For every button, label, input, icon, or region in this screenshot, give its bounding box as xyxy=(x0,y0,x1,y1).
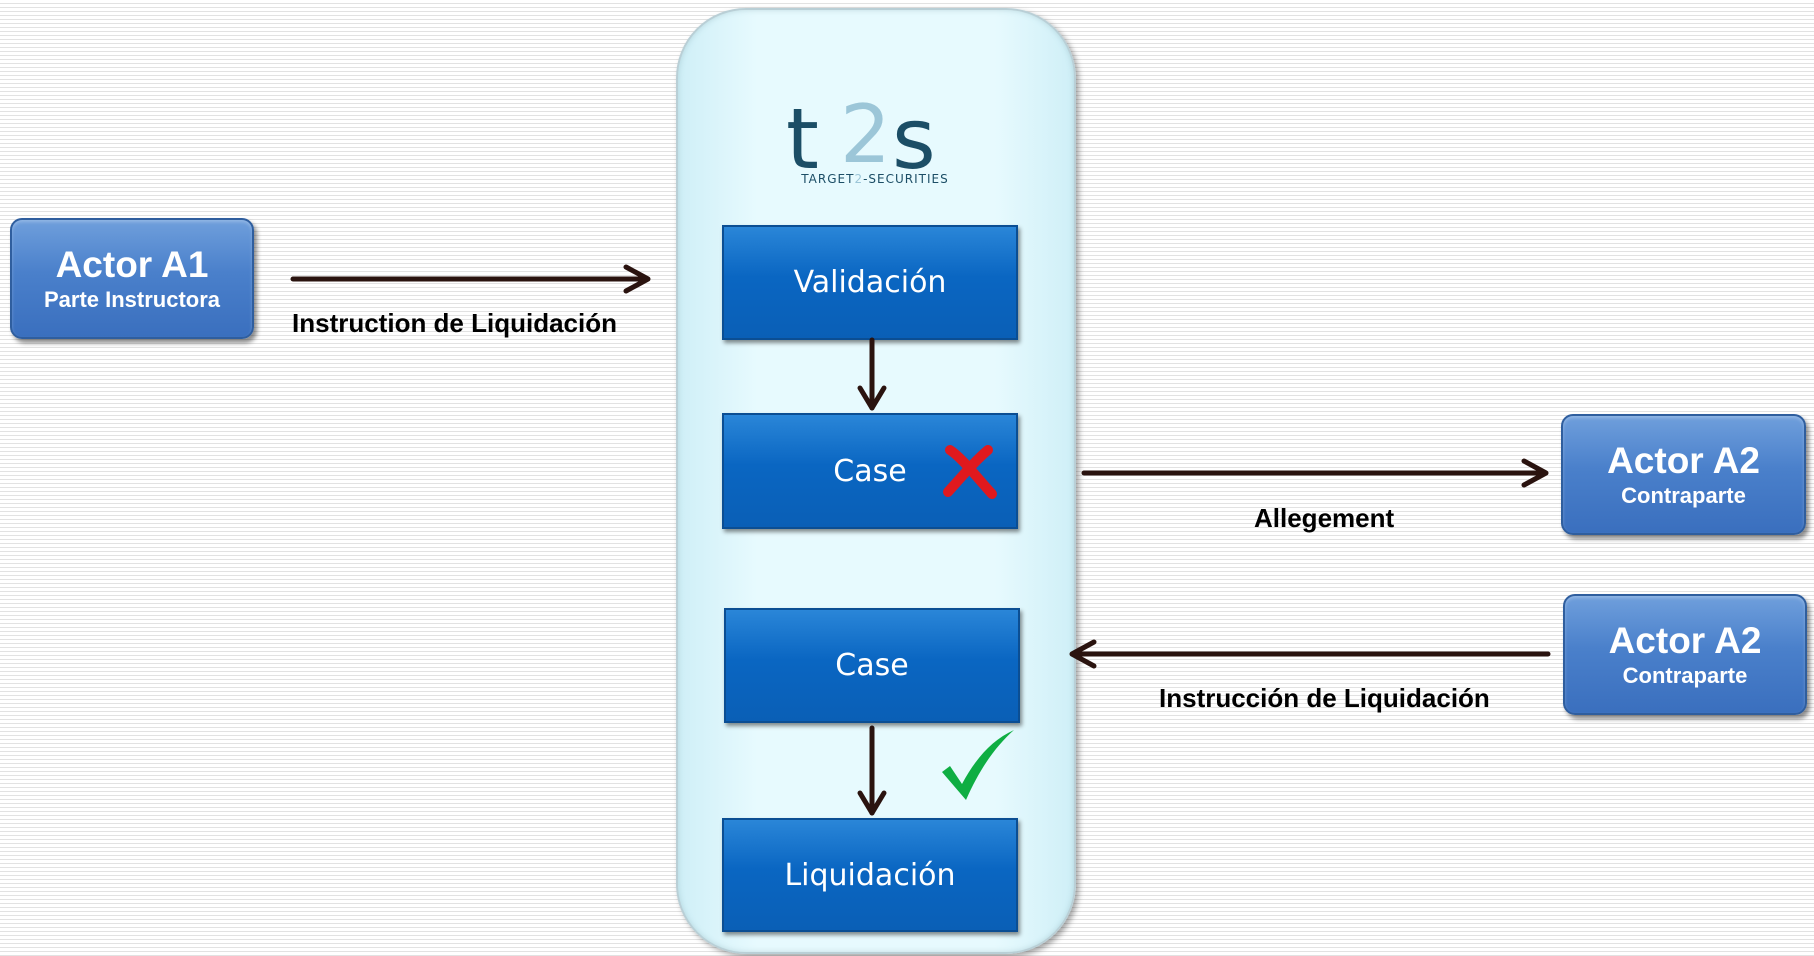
settlement-step: Liquidación xyxy=(722,818,1018,932)
logo-number-2: 2 xyxy=(840,92,891,181)
fail-cross-icon xyxy=(943,445,997,499)
validation-step-label: Validación xyxy=(793,265,947,300)
actor-a2-bottom-name: Actor A2 xyxy=(1608,619,1762,661)
logo-caption-end: -SECURITIES xyxy=(863,172,949,186)
actor-a2-top-box: Actor A2 Contraparte xyxy=(1561,414,1806,535)
case-step-matched: Case xyxy=(724,608,1020,723)
flow-label-a2-instruction: Instrucción de Liquidación xyxy=(1159,683,1490,713)
logo-letter-s: s xyxy=(892,92,936,188)
actor-a1-role: Parte Instructora xyxy=(43,286,221,312)
actor-a2-bottom-box: Actor A2 Contraparte xyxy=(1563,594,1807,715)
actor-a2-top-role: Contraparte xyxy=(1621,482,1746,508)
actor-a2-bottom-role: Contraparte xyxy=(1622,662,1748,688)
logo-caption-mid: 2 xyxy=(854,172,864,186)
logo-caption-start: TARGET xyxy=(801,172,855,186)
arrow-validation-to-case-head xyxy=(857,385,887,411)
validation-step: Validación xyxy=(722,225,1018,340)
actor-a1-box: Actor A1 Parte Instructora xyxy=(10,218,254,339)
flow-label-a1-instruction: Instruction de Liquidación xyxy=(292,308,617,338)
t2s-logo: t 2 s xyxy=(786,92,936,188)
arrow-a1-to-validation-head xyxy=(623,264,651,294)
logo-letter-t: t xyxy=(786,92,819,188)
flow-label-allegement: Allegement xyxy=(1254,503,1395,533)
arrow-allegement-to-a2-head xyxy=(1521,458,1549,488)
arrow-a2-to-case-head xyxy=(1069,639,1097,669)
case-step-matched-label: Case xyxy=(835,648,909,683)
settlement-step-label: Liquidación xyxy=(784,857,956,893)
case-step-failed-label: Case xyxy=(833,453,907,489)
success-check-icon xyxy=(942,730,1014,800)
logo-caption: TARGET2-SECURITIES xyxy=(780,172,970,186)
arrow-case-to-settlement-head xyxy=(857,790,887,816)
actor-a2-top-name: Actor A2 xyxy=(1607,439,1760,481)
actor-a1-name: Actor A1 xyxy=(55,243,209,285)
